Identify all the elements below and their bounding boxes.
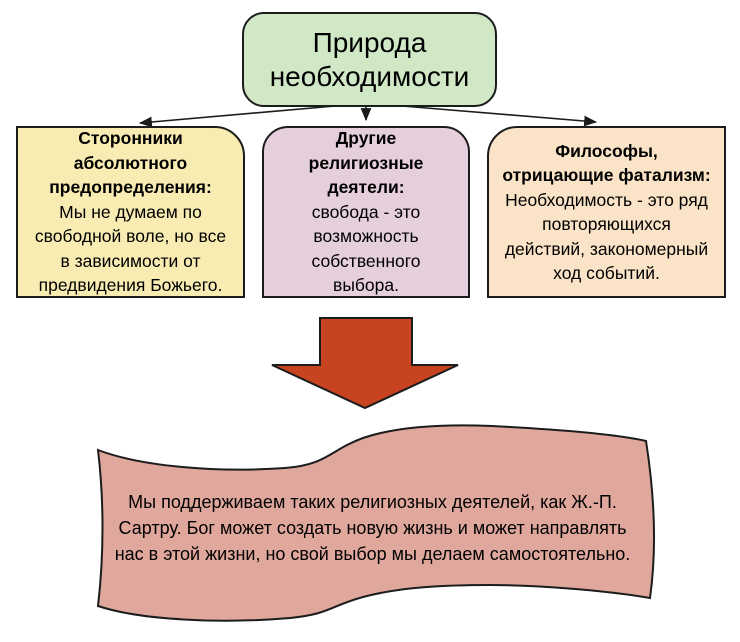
banner-wave-shape [96,424,655,622]
node-philosophers: Философы,отрицающие фатализм: Необходимо… [487,126,726,298]
connector-arrow-right [377,103,598,127]
connector-arrow-left [138,103,359,128]
banner-conclusion-text: Мы поддерживаем таких религиозных деятел… [114,492,631,564]
node-philosophers-heading: Философы,отрицающие фатализм: [502,140,711,186]
big-down-arrow-shape [271,317,459,410]
